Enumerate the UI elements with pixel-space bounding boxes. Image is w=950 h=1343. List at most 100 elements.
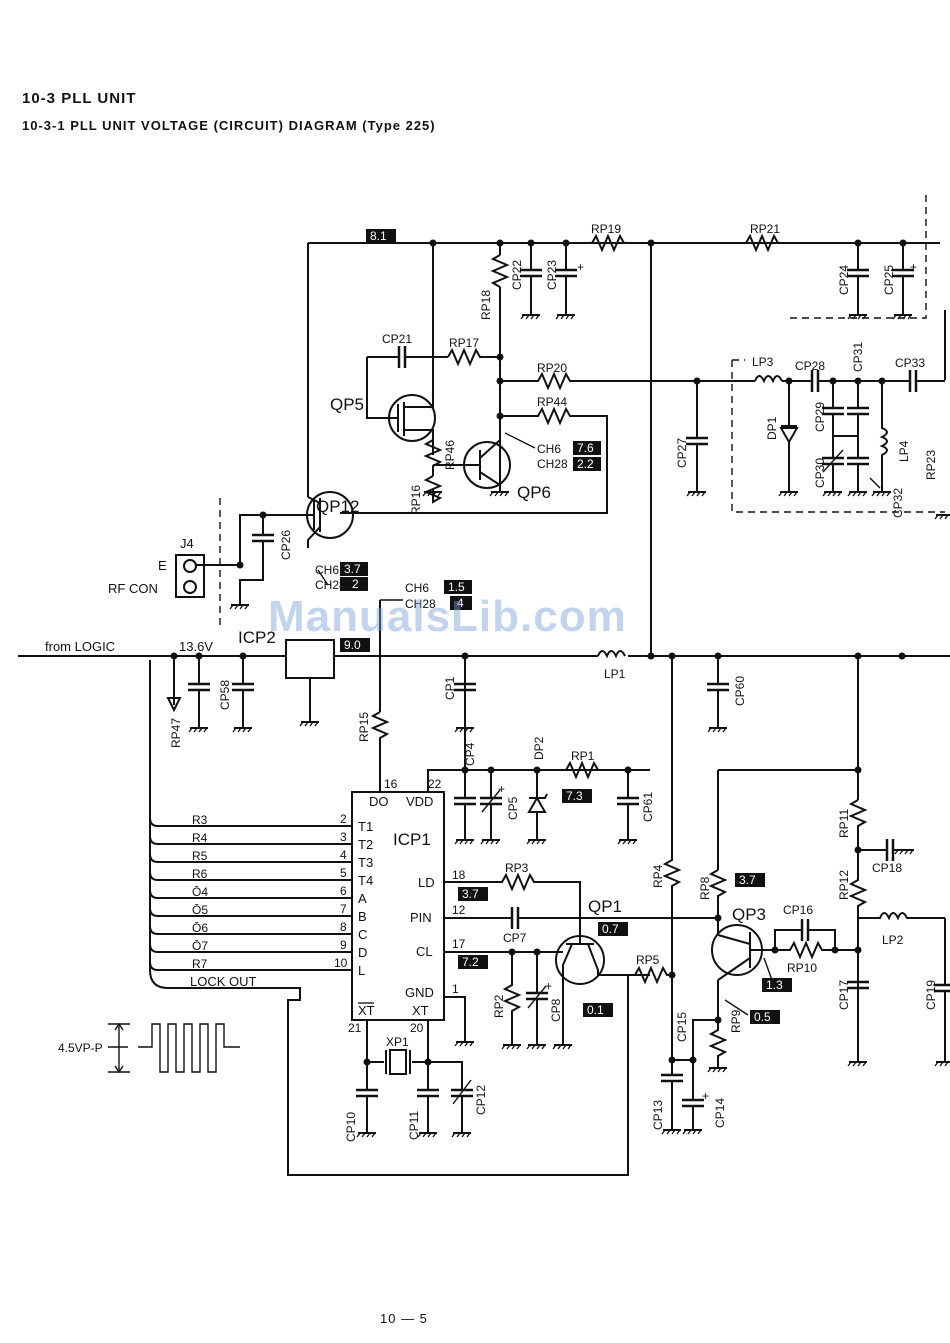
waveform-indicator: 4.5VP-P [58,1022,240,1074]
voltage-1-3: 1.3 [766,978,783,992]
resistor-rp9: RP9 [707,1009,743,1073]
resistor-rp10: RP10 [768,940,858,975]
svg-text:QP12: QP12 [316,497,359,516]
svg-text:CP11: CP11 [407,1111,421,1140]
svg-text:21: 21 [348,1021,362,1035]
voltage-0-7: 0.7 [602,922,619,936]
diode-dp1: DP1 [765,381,799,497]
inductor-lp1: LP1 [597,650,626,681]
svg-text:ICP1: ICP1 [393,830,431,849]
page-number: 10 — 5 [380,1311,428,1326]
svg-text:CP21: CP21 [382,332,412,346]
supply-13-6v-label: 13.6V [179,639,213,654]
voltage-1-5: 1.5 [448,580,465,594]
inductor-lp4: LP4 CP32 [869,381,911,518]
capacitor-cp15: CP15 [675,1012,718,1060]
svg-text:QP1: QP1 [588,897,622,916]
svg-text:T1: T1 [358,819,373,834]
resistor-rp21: RP21 [745,222,780,253]
crystal-xp1: XP1 [385,1035,411,1075]
voltage-4: 4 [457,596,464,610]
svg-text:ICP2: ICP2 [238,628,276,647]
capacitor-cp47b [186,656,212,733]
capacitor-cp29: CP29 CP30 [813,381,846,497]
svg-text:CP4: CP4 [463,742,477,766]
svg-text:6: 6 [340,884,347,898]
capacitor-cp10: CP10 [344,1062,380,1142]
svg-text:CP33: CP33 [895,356,925,370]
svg-text:CP19: CP19 [924,980,938,1010]
capacitor-cp17: CP17 [837,980,871,1067]
svg-text:4.5VP-P: 4.5VP-P [58,1041,103,1055]
svg-text:T2: T2 [358,837,373,852]
capacitor-cp19: CP19 [924,918,950,1067]
svg-text:DP1: DP1 [765,416,779,440]
svg-text:CH28: CH28 [315,578,346,592]
voltage-7-2: 7.2 [462,955,479,969]
voltage-3-7b: 3.7 [462,887,479,901]
svg-text:RP12: RP12 [837,870,851,900]
svg-text:9: 9 [340,938,347,952]
diagram-subtitle: 10-3-1 PLL UNIT VOLTAGE (CIRCUIT) DIAGRA… [22,118,436,133]
svg-text:RP44: RP44 [537,395,567,409]
svg-text:J4: J4 [180,536,194,551]
svg-text:+: + [545,979,552,993]
resistor-rp11: RP11 [837,799,868,865]
svg-text:CP58: CP58 [218,680,232,710]
capacitor-cp21: CP21 [367,332,448,370]
svg-text:5: 5 [340,866,347,880]
svg-text:T3: T3 [358,855,373,870]
svg-text:CH28: CH28 [405,597,436,611]
resistor-rp19: RP19 [591,222,625,253]
svg-text:RP46: RP46 [443,440,457,470]
voltage-2-2: 2.2 [577,457,594,471]
svg-text:+: + [702,1089,709,1103]
svg-text:20: 20 [410,1021,424,1035]
capacitor-cp14: CP14 + [680,1060,727,1135]
transistor-qp6: QP6 [433,416,551,502]
svg-text:7: 7 [340,902,347,916]
transistor-qp5: QP5 [330,394,436,455]
svg-text:RP9: RP9 [729,1009,743,1033]
svg-text:QP5: QP5 [330,395,364,414]
svg-text:R5: R5 [192,849,208,863]
capacitor-cp58: CP58 [218,656,256,733]
capacitor-cp27: CP27 [675,381,710,497]
resistor-rp15: RP15 [357,711,390,792]
transistor-qp1: QP1 [552,897,650,1050]
inductor-lp2: LP2 [858,912,945,947]
svg-text:CP32: CP32 [891,488,905,518]
svg-text:CH6: CH6 [315,563,339,577]
svg-text:R7: R7 [192,957,208,971]
watermark: ManualsLib.com [268,592,627,641]
inductor-lp3: LP3 [752,355,783,384]
svg-text:CP60: CP60 [733,676,747,706]
voltage-2: 2 [352,577,359,591]
svg-text:Ō7: Ō7 [192,939,208,953]
resistor-rp20: RP20 [500,361,755,391]
resistor-rp16: RP16 [409,475,443,515]
svg-text:LP3: LP3 [752,355,774,369]
svg-text:XP1: XP1 [386,1035,409,1049]
diode-dp2: DP2 [526,736,548,845]
svg-text:XT: XT [358,1003,375,1018]
svg-text:RP21: RP21 [750,222,780,236]
resistor-rp12: RP12 [837,865,868,1062]
voltage-0-5: 0.5 [754,1010,771,1024]
svg-text:R6: R6 [192,867,208,881]
capacitor-cp1: CP1 [443,656,478,733]
capacitor-cp26: CP26 [229,515,293,610]
svg-text:E: E [158,558,167,573]
capacitor-cp5: CP5 + [478,770,520,845]
svg-text:+: + [577,260,584,274]
svg-text:CP29: CP29 [813,402,827,432]
svg-text:LD: LD [418,875,435,890]
capacitor-cp18: CP18 [858,837,915,875]
svg-text:RP2: RP2 [492,994,506,1018]
svg-text:8: 8 [340,920,347,934]
svg-text:CP10: CP10 [344,1112,358,1142]
resistor-rp3: RP3 [444,861,581,935]
svg-text:CP13: CP13 [651,1100,665,1130]
svg-text:RP5: RP5 [636,953,660,967]
